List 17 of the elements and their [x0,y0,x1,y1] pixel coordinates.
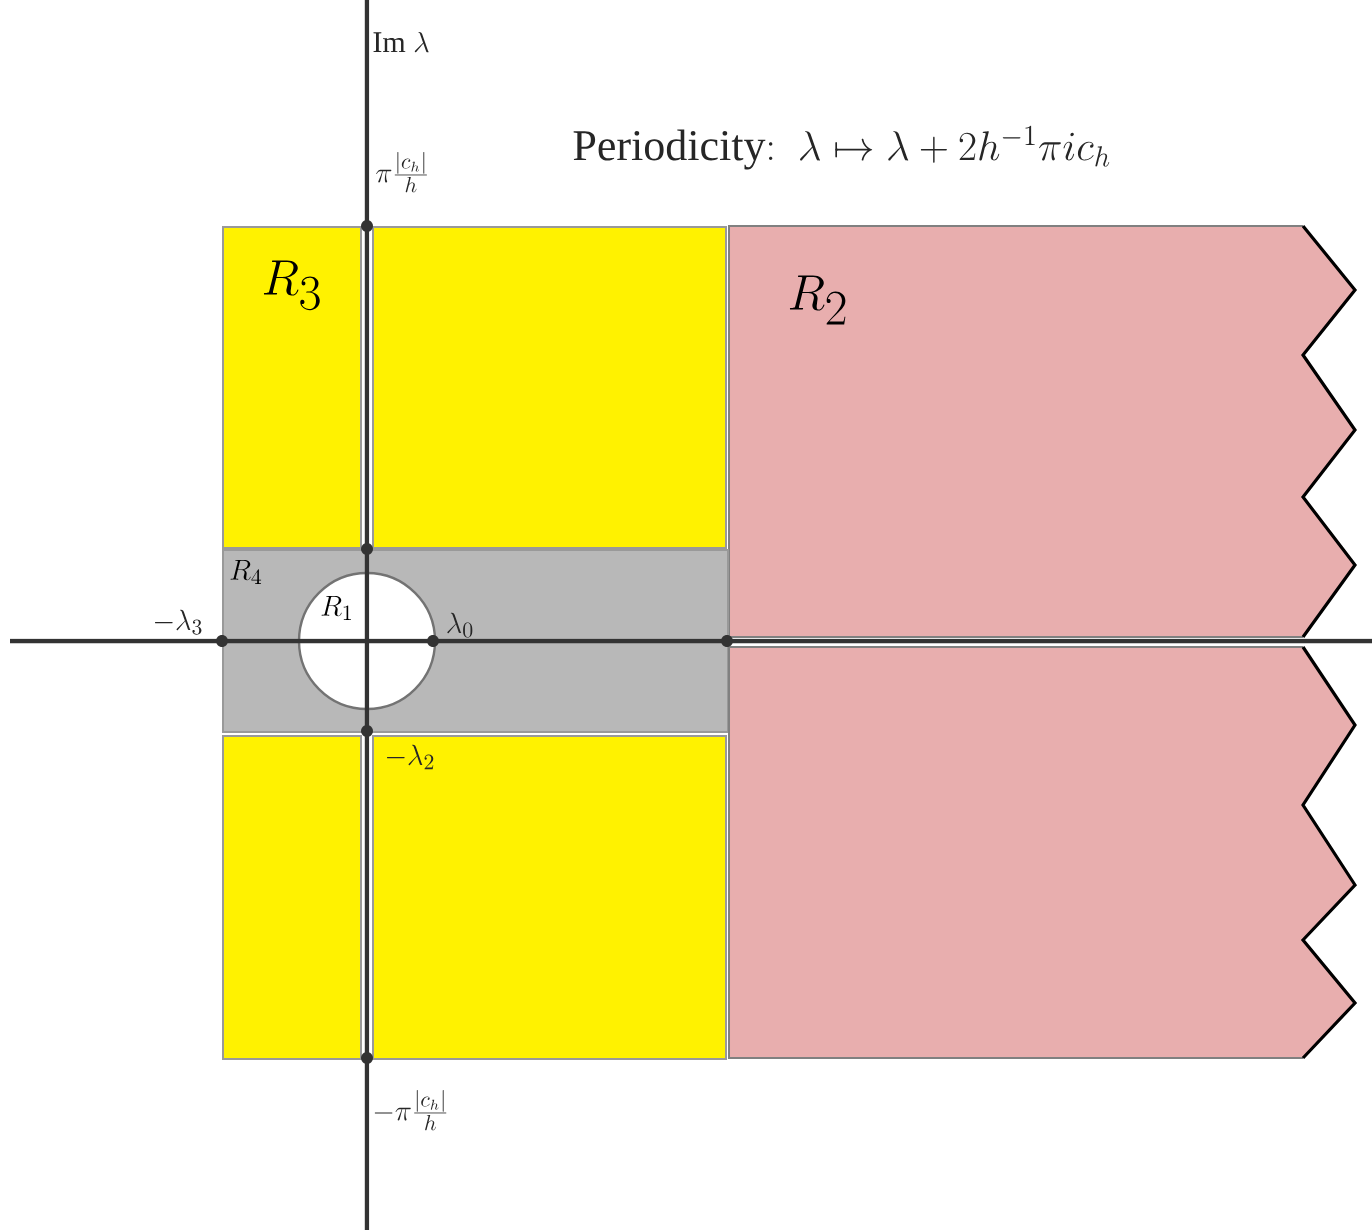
axis-label: $-\lambda_3$ [155,609,202,635]
region-label: $R_1$ [321,596,351,620]
region-label: $R_2$ [789,275,846,325]
region-box [222,226,362,549]
axis-label: $\mathrm{Periodicity{:}}\ \ \lambda\mapsto\lambda+2h^{-1}\pi i c_h$ [573,125,1110,170]
axis-label: $\mathrm{Im}\ \lambda$ [373,32,429,53]
region-box [372,735,727,1060]
region-box [372,226,727,549]
axis-label: $-\pi\frac{|c_h|}{h}$ [374,1089,447,1131]
region-box [728,225,1358,638]
region-label: $R_3$ [263,260,320,311]
axis-label: $\pi\frac{|c_h|}{h}$ [376,151,427,193]
axis-label: $-\lambda_2$ [387,744,434,770]
region-circle [297,571,437,711]
region-box [222,735,362,1060]
region-box [728,646,1358,1060]
region-label: $R_4$ [230,560,262,584]
